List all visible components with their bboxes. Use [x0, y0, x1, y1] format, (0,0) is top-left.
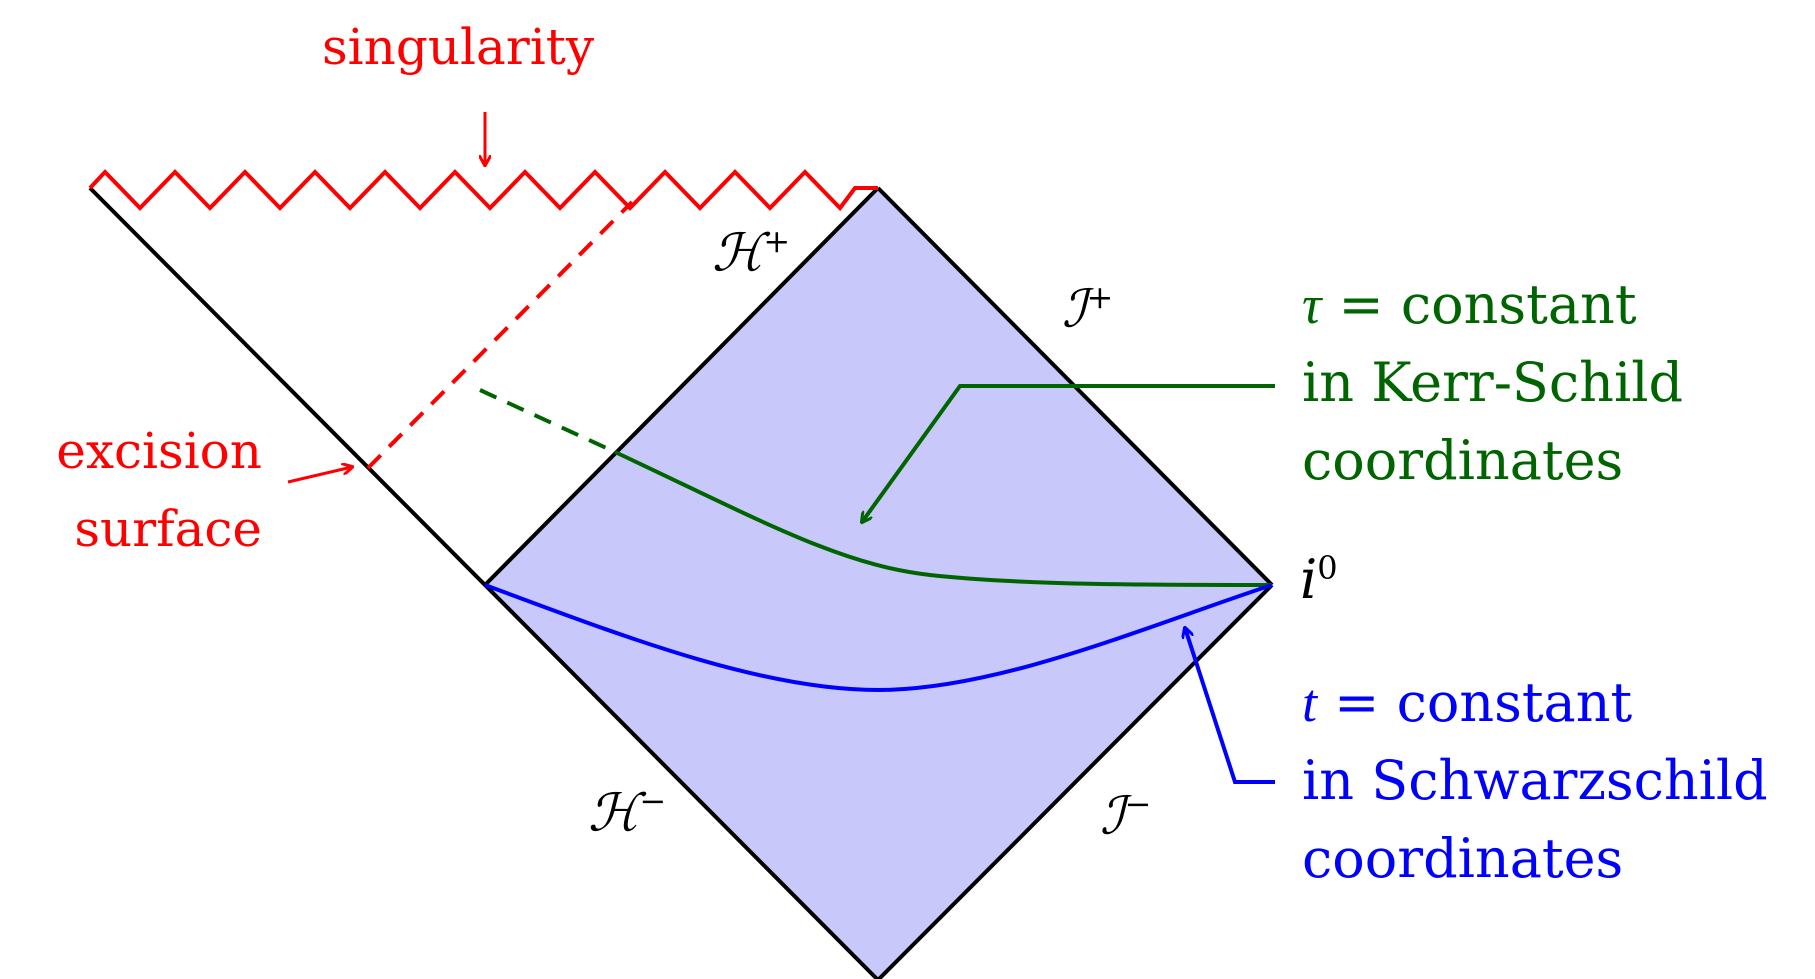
kerr-schild-arrow: [862, 384, 1275, 522]
excision-arrow: [287, 467, 352, 484]
schwarzschild-slice: [484, 583, 1273, 693]
t-equals-constant: = constant: [1317, 671, 1633, 734]
excision-line2: surface: [74, 500, 262, 558]
h-plus-label: ℋ+: [712, 222, 790, 283]
scri-plus-superscript: +: [1086, 278, 1114, 316]
spatial-infinity-label: i0: [1300, 548, 1338, 611]
singularity-zigzag: [88, 169, 878, 212]
tau-symbol: τ: [1302, 275, 1322, 335]
h-minus-label: ℋ−: [588, 782, 666, 843]
future-horizon-line: [483, 186, 880, 587]
past-null-infinity-line: [876, 583, 1274, 979]
past-horizon-line: [88, 186, 880, 979]
spatial-infinity-superscript: 0: [1317, 549, 1338, 587]
kerr-schild-caption-line2: in Kerr-Schild: [1302, 351, 1684, 414]
h-plus-superscript: +: [763, 222, 791, 260]
kerr-schild-slice-dashed: [479, 388, 616, 454]
scri-minus-label: ℐ−: [1100, 785, 1151, 846]
t-symbol: t: [1302, 673, 1318, 733]
scri-plus-symbol: ℐ: [1062, 279, 1087, 340]
singularity-label: singularity: [322, 18, 594, 76]
schwarzschild-caption-line3: coordinates: [1302, 827, 1624, 890]
kerr-schild-caption-line3: coordinates: [1302, 429, 1624, 492]
kerr-schild-caption-line1: τ = constant: [1302, 266, 1683, 344]
kerr-schild-caption: τ = constant in Kerr-Schild coordinates: [1302, 266, 1683, 500]
excision-surface-line: [366, 200, 634, 470]
schwarzschild-caption-line1: t = constant: [1302, 664, 1768, 742]
scri-plus-label: ℐ+: [1062, 278, 1113, 339]
schwarzschild-caption-line2: in Schwarzschild: [1302, 749, 1768, 812]
kerr-schild-slice: [614, 450, 1273, 587]
h-plus-symbol: ℋ: [712, 223, 764, 284]
h-minus-symbol: ℋ: [588, 783, 640, 844]
h-minus-superscript: −: [639, 782, 667, 820]
scri-minus-symbol: ℐ: [1100, 786, 1125, 847]
scri-minus-superscript: −: [1124, 785, 1152, 823]
excision-line1: excision: [56, 422, 262, 480]
excision-label: excision surface: [22, 412, 262, 568]
tau-equals-constant: = constant: [1321, 273, 1637, 336]
schwarzschild-arrow: [1185, 628, 1275, 784]
schwarzschild-caption: t = constant in Schwarzschild coordinate…: [1302, 664, 1768, 898]
spatial-infinity-symbol: i: [1300, 548, 1318, 611]
singularity-text: singularity: [322, 18, 595, 76]
